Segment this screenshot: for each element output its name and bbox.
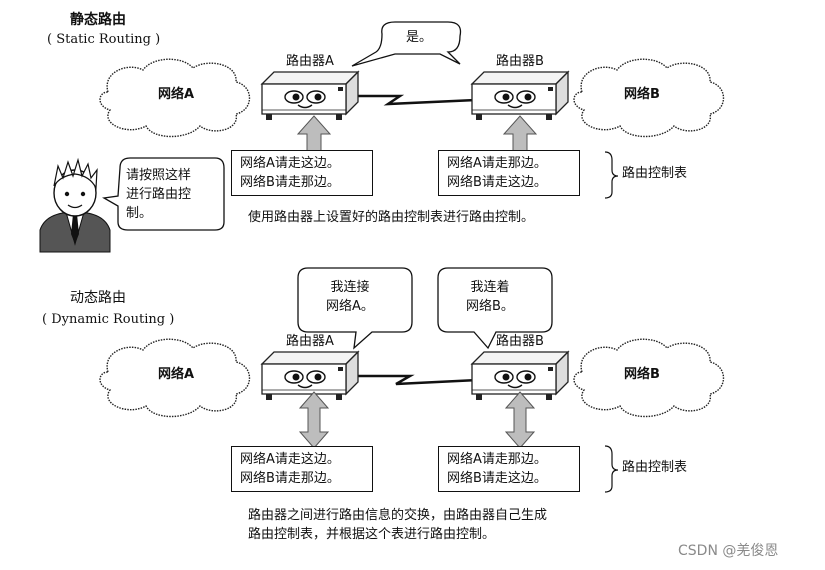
- table-row: 网络A请走这边。: [240, 156, 340, 171]
- bracket-static: [604, 151, 619, 199]
- router-a-static: [261, 71, 359, 121]
- router-a-dynamic: [261, 351, 359, 401]
- bubble-line: 网络A。: [326, 299, 374, 314]
- table-row: 网络B请走这边。: [447, 175, 547, 190]
- table-row: 网络B请走这边。: [447, 471, 547, 486]
- person-speech-bubble: [102, 157, 225, 231]
- speech-bubble-a-dynamic: [297, 267, 413, 350]
- table-row: 网络B请走那边。: [240, 471, 340, 486]
- static-title: 静态路由: [70, 12, 126, 28]
- dynamic-bubble-b-text: 我连着 网络B。: [466, 278, 514, 316]
- dynamic-router-a-label: 路由器A: [286, 334, 334, 349]
- link-static: [350, 94, 477, 106]
- table-row: 网络A请走那边。: [447, 452, 547, 467]
- person-icon: [39, 157, 111, 253]
- dynamic-routing-table-b: 网络A请走那边。 网络B请走这边。: [438, 446, 580, 492]
- static-router-b-label: 路由器B: [496, 54, 544, 69]
- caption-line: 路由器之间进行路由信息的交换，由路由器自己生成: [248, 508, 548, 523]
- watermark: CSDN @羌俊恩: [678, 543, 779, 559]
- table-row: 网络A请走这边。: [240, 452, 340, 467]
- static-table-label: 路由控制表: [622, 166, 688, 181]
- static-caption: 使用路由器上设置好的路由控制表进行路由控制。: [248, 210, 535, 225]
- bracket-dynamic: [604, 445, 619, 493]
- speech-bubble-b-dynamic: [437, 267, 553, 350]
- bubble-line: 我连接: [330, 280, 370, 295]
- person-bubble-text: 请按照这样 进行路由控 制。: [126, 166, 191, 223]
- bubble-line: 我连着: [470, 280, 510, 295]
- dynamic-cloud-b-label: 网络B: [624, 367, 660, 382]
- static-subtitle: ( Static Routing ): [47, 32, 161, 47]
- dynamic-caption: 路由器之间进行路由信息的交换，由路由器自己生成 路由控制表，并根据这个表进行路由…: [248, 506, 547, 544]
- static-cloud-b-label: 网络B: [624, 87, 660, 102]
- bubble-line: 网络B。: [466, 299, 514, 314]
- dynamic-router-b-label: 路由器B: [496, 334, 544, 349]
- dynamic-subtitle: ( Dynamic Routing ): [42, 312, 175, 327]
- dynamic-routing-table-a: 网络A请走这边。 网络B请走那边。: [231, 446, 373, 492]
- dynamic-cloud-a-label: 网络A: [158, 367, 195, 382]
- static-routing-table-b: 网络A请走那边。 网络B请走这边。: [438, 150, 580, 196]
- arrow-both-a-dynamic: [299, 391, 329, 449]
- dynamic-table-label: 路由控制表: [622, 460, 688, 475]
- person-bubble-line: 进行路由控: [126, 187, 192, 202]
- dynamic-title: 动态路由: [70, 290, 126, 306]
- static-routing-table-a: 网络A请走这边。 网络B请走那边。: [231, 150, 373, 196]
- static-bubble-text: 是。: [406, 30, 433, 45]
- static-router-a-label: 路由器A: [286, 54, 334, 69]
- table-row: 网络A请走那边。: [447, 156, 547, 171]
- table-row: 网络B请走那边。: [240, 175, 340, 190]
- router-b-static: [471, 71, 569, 121]
- person-bubble-line: 请按照这样: [126, 168, 192, 183]
- dynamic-bubble-a-text: 我连接 网络A。: [326, 278, 374, 316]
- static-cloud-a-label: 网络A: [158, 87, 195, 102]
- arrow-both-b-dynamic: [505, 391, 535, 449]
- speech-bubble-static: [351, 21, 462, 67]
- person-bubble-line: 制。: [126, 206, 153, 221]
- link-dynamic: [352, 374, 479, 386]
- caption-line: 路由控制表，并根据这个表进行路由控制。: [248, 527, 496, 542]
